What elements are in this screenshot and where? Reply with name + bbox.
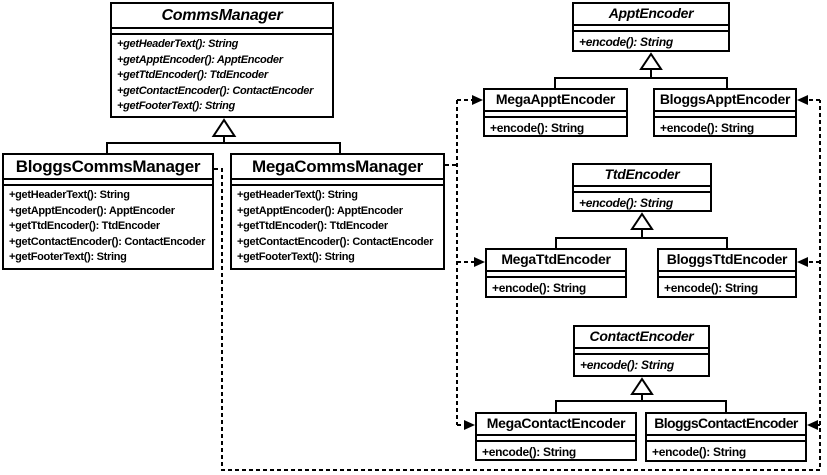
method: +getContactEncoder(): ContactEncoder [9, 235, 206, 248]
attributes-compartment [232, 180, 443, 186]
class-bloggs-ttd-encoder: BloggsTtdEncoder +encode(): String [657, 248, 797, 298]
methods-compartment: +encode(): String [477, 442, 635, 460]
class-contact-encoder: ContactEncoder +encode(): String [573, 325, 710, 377]
method: +encode(): String [579, 196, 673, 210]
class-bloggs-comms-manager: BloggsCommsManager +getHeaderText(): Str… [2, 153, 214, 270]
method: +encode(): String [579, 35, 673, 49]
class-ttd-encoder: TtdEncoder +encode(): String [572, 163, 712, 212]
class-mega-contact-encoder: MegaContactEncoder +encode(): String [475, 412, 637, 461]
attributes-compartment [485, 112, 626, 118]
class-title: BloggsCommsManager [4, 155, 212, 180]
inheritance-comms-manager [106, 118, 341, 154]
class-title: BloggsContactEncoder [647, 414, 805, 436]
methods-compartment: +encode(): String [574, 193, 710, 211]
class-mega-comms-manager: MegaCommsManager +getHeaderText(): Strin… [230, 153, 445, 270]
attributes-compartment [575, 349, 708, 355]
class-title: CommsManager [112, 4, 332, 29]
arrowhead-to-mega-ttd-encoder [474, 257, 485, 267]
class-mega-ttd-encoder: MegaTtdEncoder +encode(): String [485, 248, 627, 298]
methods-compartment: +getHeaderText(): String +getApptEncoder… [232, 186, 443, 266]
methods-compartment: +encode(): String [647, 442, 805, 460]
method: +encode(): String [492, 281, 586, 295]
attributes-compartment [647, 436, 805, 442]
class-title: MegaCommsManager [232, 155, 443, 180]
method: +encode(): String [660, 121, 754, 135]
class-mega-appt-encoder: MegaApptEncoder +encode(): String [483, 88, 628, 137]
class-comms-manager: CommsManager +getHeaderText(): String +g… [110, 2, 334, 118]
class-title: MegaContactEncoder [477, 414, 635, 436]
methods-compartment: +getHeaderText(): String +getApptEncoder… [112, 35, 332, 115]
dependency-mega-comms-manager [445, 95, 485, 430]
class-title: BloggsApptEncoder [655, 90, 795, 112]
attributes-compartment [574, 187, 710, 193]
method: +getFooterText(): String [237, 251, 355, 264]
arrowhead-to-bloggs-ttd-encoder [797, 257, 808, 267]
class-title: TtdEncoder [574, 165, 710, 187]
attributes-compartment [112, 29, 332, 35]
class-title: ContactEncoder [575, 327, 708, 349]
method: +encode(): String [664, 281, 758, 295]
inheritance-appt-encoder [554, 52, 728, 89]
methods-compartment: +getHeaderText(): String +getApptEncoder… [4, 186, 212, 266]
method: +getApptEncoder(): ApptEncoder [117, 53, 283, 66]
method: +getApptEncoder(): ApptEncoder [237, 204, 403, 217]
class-title: MegaApptEncoder [485, 90, 626, 112]
methods-compartment: +encode(): String [655, 118, 795, 136]
method: +getContactEncoder(): ContactEncoder [117, 84, 314, 97]
methods-compartment: +encode(): String [485, 118, 626, 136]
methods-compartment: +encode(): String [575, 355, 708, 373]
methods-compartment: +encode(): String [574, 32, 728, 50]
attributes-compartment [659, 272, 795, 278]
method: +getTtdEncoder(): TtdEncoder [237, 220, 388, 233]
arrowhead-to-mega-appt-encoder [472, 95, 483, 105]
method: +getFooterText(): String [9, 251, 127, 264]
attributes-compartment [487, 272, 625, 278]
class-bloggs-appt-encoder: BloggsApptEncoder +encode(): String [653, 88, 797, 137]
attributes-compartment [655, 112, 795, 118]
class-title: BloggsTtdEncoder [659, 250, 795, 272]
arrowhead-to-bloggs-appt-encoder [797, 95, 808, 105]
arrowhead-to-bloggs-contact-encoder [807, 420, 818, 430]
arrowhead-to-mega-contact-encoder [464, 420, 475, 430]
method: +getTtdEncoder(): TtdEncoder [117, 69, 268, 82]
method: +encode(): String [490, 121, 584, 135]
method: +encode(): String [482, 445, 576, 459]
method: +getHeaderText(): String [9, 189, 130, 201]
attributes-compartment [574, 26, 728, 32]
class-appt-encoder: ApptEncoder +encode(): String [572, 2, 730, 52]
method: +encode(): String [652, 445, 746, 459]
method: +getHeaderText(): String [237, 189, 358, 201]
attributes-compartment [477, 436, 635, 442]
class-title: MegaTtdEncoder [487, 250, 625, 272]
method: +getApptEncoder(): ApptEncoder [9, 204, 175, 217]
methods-compartment: +encode(): String [487, 278, 625, 296]
inheritance-ttd-encoder [555, 212, 728, 249]
method: +getContactEncoder(): ContactEncoder [237, 235, 434, 248]
dependency-bloggs-comms-manager [214, 95, 821, 471]
class-bloggs-contact-encoder: BloggsContactEncoder +encode(): String [645, 412, 807, 462]
method: +getHeaderText(): String [117, 38, 239, 50]
method: +encode(): String [580, 358, 674, 372]
attributes-compartment [4, 180, 212, 186]
inheritance-contact-encoder [555, 377, 727, 413]
class-title: ApptEncoder [574, 4, 728, 26]
methods-compartment: +encode(): String [659, 278, 795, 296]
method: +getFooterText(): String [117, 100, 235, 113]
method: +getTtdEncoder(): TtdEncoder [9, 220, 160, 233]
